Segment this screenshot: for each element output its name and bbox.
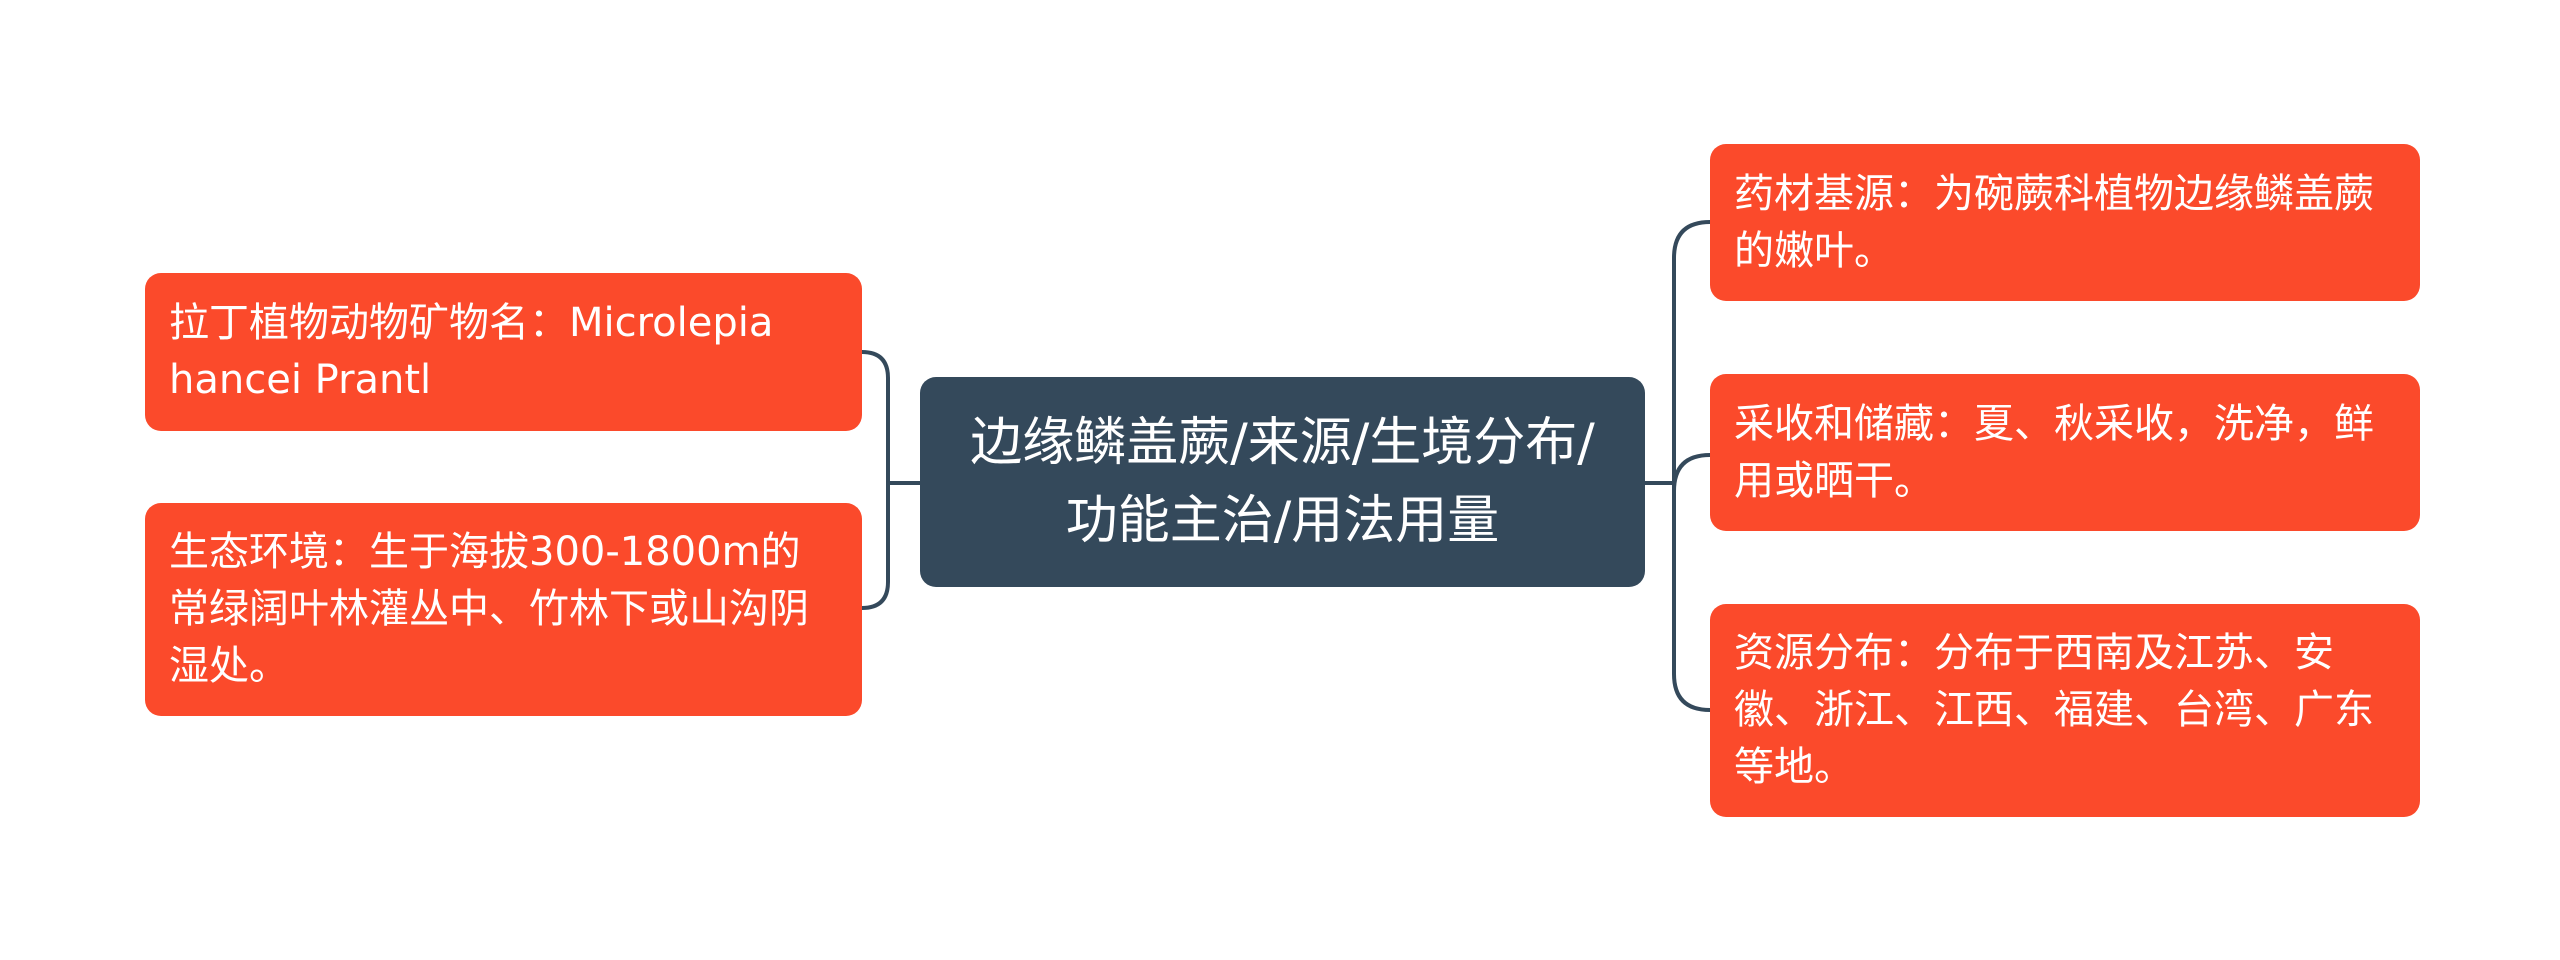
branch-habitat[interactable]: 生态环境：生于海拔300-1800m的常绿阔叶林灌丛中、竹林下或山沟阴湿处。 [145,503,862,716]
branch-latin-name[interactable]: 拉丁植物动物矿物名：Microlepia hancei Prantl [145,273,862,431]
connector-right-3 [1672,481,1712,712]
connector-left-2 [860,481,890,610]
branch-distribution[interactable]: 资源分布：分布于西南及江苏、安徽、浙江、江西、福建、台湾、广东等地。 [1710,604,2420,817]
branch-latin-name-text: 拉丁植物动物矿物名：Microlepia hancei Prantl [169,300,774,403]
branch-harvest-storage-text: 采收和储藏：夏、秋采收，洗净，鲜用或晒干。 [1734,400,2374,504]
branch-habitat-text: 生态环境：生于海拔300-1800m的常绿阔叶林灌丛中、竹林下或山沟阴湿处。 [169,529,809,689]
connector-right-2 [1672,453,1712,493]
central-topic[interactable]: 边缘鳞盖蕨/来源/生境分布/功能主治/用法用量 [920,377,1645,587]
central-topic-label: 边缘鳞盖蕨/来源/生境分布/功能主治/用法用量 [970,413,1595,551]
connector-right-1 [1672,220,1712,485]
branch-medicinal-source-text: 药材基源：为碗蕨科植物边缘鳞盖蕨的嫩叶。 [1734,170,2374,274]
branch-medicinal-source[interactable]: 药材基源：为碗蕨科植物边缘鳞盖蕨的嫩叶。 [1710,144,2420,301]
branch-distribution-text: 资源分布：分布于西南及江苏、安徽、浙江、江西、福建、台湾、广东等地。 [1734,630,2374,790]
connector-left-1 [860,350,890,485]
branch-harvest-storage[interactable]: 采收和储藏：夏、秋采收，洗净，鲜用或晒干。 [1710,374,2420,531]
